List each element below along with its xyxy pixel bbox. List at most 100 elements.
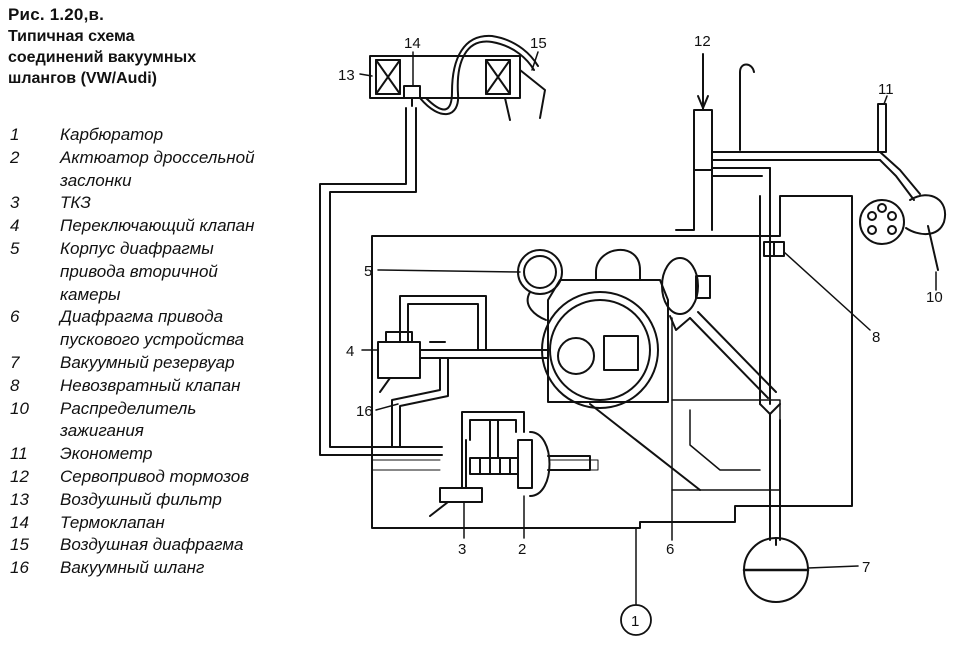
legend-label: Диафрагма привода пускового устройства (60, 307, 245, 350)
linkage-line (589, 403, 701, 491)
leader-line (375, 403, 399, 411)
engine-panel-line (371, 459, 441, 471)
brake-servo-connection (675, 53, 713, 231)
engine-panel-line (549, 459, 599, 471)
legend-label: Карбюратор (60, 125, 164, 144)
engine-inner-contour (689, 409, 761, 471)
legend-item: 8 Невозвратный клапан (10, 375, 330, 398)
secondary-chamber-diaphragm (517, 249, 563, 321)
carburetor (541, 248, 669, 409)
legend-number: 13 (10, 489, 29, 509)
callout-10: 10 (926, 289, 943, 306)
leader-line (531, 51, 539, 71)
legend-item: 12 Сервопривод тормозов (10, 466, 330, 489)
hose-thermo-loop (425, 34, 539, 111)
throttle-actuator (469, 431, 591, 497)
start-device-diaphragm (661, 257, 711, 331)
legend-number: 15 (10, 535, 29, 555)
legend-number: 3 (10, 193, 20, 213)
vacuum-hose-left (329, 107, 443, 448)
leader-line (377, 269, 521, 273)
callout-8: 8 (872, 329, 880, 346)
figure-caption: Рис. 1.20,в. Типичная схема соединений в… (8, 4, 328, 89)
legend-number: 7 (10, 352, 20, 372)
legend-item: 15 Воздушная диафрагма (10, 534, 330, 557)
legend-label: Вакуумный шланг (60, 558, 205, 578)
callout-5: 5 (364, 263, 372, 280)
legend-label: Воздушная диафрагма (60, 535, 244, 555)
legend-number: 2 (10, 147, 20, 167)
legend-label: Эконометр (60, 444, 153, 464)
legend-label: Корпус диафрагмы привода вторичной камер… (60, 238, 218, 304)
vacuum-reservoir (742, 537, 810, 603)
leader-line (807, 565, 859, 569)
legend-number: 16 (10, 558, 29, 578)
legend-label: Сервопривод тормозов (60, 466, 250, 486)
econometer (877, 103, 887, 153)
legend-number: 8 (10, 375, 20, 395)
legend-item: 1 Карбюратор (10, 124, 330, 147)
legend-label: Невозвратный клапан (60, 375, 241, 395)
legend-list: 1 Карбюратор 2 Актюатор дроссельной заслон… (10, 124, 330, 580)
hose-econometer (879, 151, 921, 201)
callout-15: 15 (530, 35, 547, 52)
engine-inner-contour (671, 399, 781, 491)
hose-to-reservoir (759, 403, 781, 421)
legend-label: Воздушный фильтр (60, 489, 222, 509)
callout-1: 1 (631, 613, 639, 630)
callout-2: 2 (518, 541, 526, 558)
callout-1-circle (620, 604, 652, 636)
legend-label: Переключающий клапан (60, 216, 255, 236)
hose-to-actuators (461, 411, 525, 441)
ignition-distributor (859, 194, 947, 271)
legend-item: 5 Корпус диафрагмы привода вторичной каме… (10, 238, 330, 306)
legend-item: 16 Вакуумный шланг (10, 557, 330, 580)
leader-line (883, 95, 888, 105)
hose-to-reservoir (769, 419, 781, 541)
vacuum-hose-left (319, 107, 443, 456)
hose-horizontal (711, 167, 771, 177)
tkz-valve (429, 439, 483, 517)
legend-number: 12 (10, 466, 29, 486)
leader-line (359, 73, 373, 77)
air-filter (369, 55, 546, 121)
legend-item: 2 Актюатор дроссельной заслонки (10, 147, 330, 193)
callout-13: 13 (338, 67, 355, 84)
hose-thermo-loop (419, 40, 535, 116)
hose-hook (739, 63, 755, 151)
legend-item: 7 Вакуумный резервуар (10, 352, 330, 375)
legend-label: Актюатор дроссельной заслонки (60, 147, 255, 190)
leader-line (783, 251, 871, 331)
legend-label: ТКЗ (60, 193, 91, 213)
legend-label: Распределитель зажигания (60, 398, 197, 441)
callout-4: 4 (346, 343, 354, 360)
figure-title: Типичная схема соединений вакуумных шлан… (8, 28, 197, 87)
hose-to-reservoir (759, 167, 771, 405)
check-valve (763, 241, 785, 257)
thermo-valve (403, 85, 421, 107)
legend-label: Термоклапан (60, 512, 165, 532)
legend-number: 6 (10, 307, 20, 327)
legend-number: 4 (10, 216, 20, 236)
hose-to-actuators (489, 419, 499, 459)
vacuum-hose-16 (391, 357, 449, 447)
callout-7: 7 (862, 559, 870, 576)
figure-number: Рис. 1.20,в. (8, 5, 105, 24)
legend-item: 3 ТКЗ (10, 192, 330, 215)
hose-econometer (711, 151, 881, 161)
hose-diagonal (689, 311, 777, 399)
callout-16: 16 (356, 403, 373, 420)
callout-6: 6 (666, 541, 674, 558)
legend-number: 5 (10, 238, 20, 258)
legend-label: Вакуумный резервуар (60, 352, 235, 372)
hose-upper-loop (399, 295, 487, 351)
callout-12: 12 (694, 33, 711, 50)
legend-item: 4 Переключающий клапан (10, 215, 330, 238)
legend-number: 1 (10, 125, 20, 144)
callout-14: 14 (404, 35, 421, 52)
hose-switch-valve (419, 349, 549, 359)
